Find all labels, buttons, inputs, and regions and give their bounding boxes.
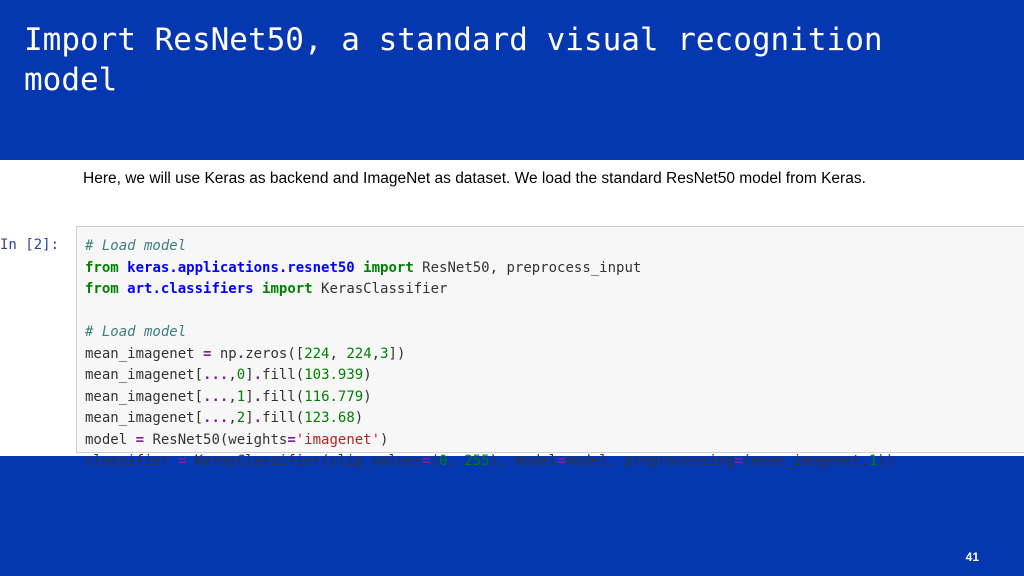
code-token-number: 255 (464, 453, 490, 469)
code-token-keyword: from (85, 259, 119, 276)
code-token-number: 1 (236, 388, 246, 405)
code-token-operator: = (422, 453, 431, 469)
code-token-plain: mean_imagenet[ (85, 410, 204, 426)
cell-prompt: In [2]: (0, 237, 60, 253)
code-line: from art.classifiers import KerasClassif… (85, 279, 894, 301)
code-token-plain: ) (354, 410, 364, 426)
code-token-plain: , (228, 367, 237, 383)
code-line: classifier = KerasClassifier(clip_values… (85, 451, 894, 473)
code-line: # Load model (85, 322, 894, 344)
code-token-operator: ... (203, 410, 229, 426)
code-token-operator: . (253, 367, 263, 383)
code-token-plain: ] (245, 388, 254, 405)
code-token-plain (119, 260, 127, 276)
code-line (85, 301, 894, 323)
code-token-plain: fill( (262, 410, 305, 426)
code-token-plain: , (329, 345, 347, 362)
code-token-plain: fill( (262, 367, 305, 383)
code-line: # Load model (85, 236, 894, 258)
code-token-plain: mean_imagenet (85, 345, 204, 362)
code-token-keyword: import (363, 259, 414, 276)
code-token-plain: , (447, 453, 465, 469)
code-token-operator: = (203, 345, 212, 362)
code-token-plain: ResNet50, preprocess_input (413, 259, 642, 276)
notebook-intro-text: Here, we will use Keras as backend and I… (83, 170, 866, 187)
code-token-plain: classifier (85, 453, 178, 469)
code-token-number: 224 (346, 345, 372, 362)
code-token-plain: ] (245, 410, 254, 426)
code-token-operator: ... (203, 367, 229, 383)
code-token-plain: model, preprocessing (565, 453, 735, 469)
code-token-number: 0 (236, 367, 246, 383)
code-token-operator: . (236, 345, 246, 362)
code-token-plain: )) (877, 453, 895, 469)
code-cell: # Load model from keras.applications.resn… (76, 226, 1024, 469)
code-token-operator: = (734, 453, 743, 469)
slide-title: Import ResNet50, a standard visual recog… (24, 22, 883, 98)
code-token-module: art.classifiers (127, 281, 254, 297)
code-token-plain: np (211, 345, 237, 362)
code-line: mean_imagenet[...,0].fill(103.939) (85, 365, 894, 387)
code-token-module: keras.applications.resnet50 (127, 259, 355, 276)
code-token-plain: fill( (262, 388, 305, 405)
code-token-number: 3 (380, 345, 389, 362)
code-token-operator: = (557, 453, 566, 469)
code-token-number: 116.779 (304, 388, 364, 405)
code-token-plain: ) (363, 367, 372, 383)
code-token-number: 123.68 (304, 410, 355, 426)
code-token-plain: ( (430, 453, 440, 469)
code-token-operator: = (135, 431, 145, 448)
code-token-plain: ) (363, 388, 372, 405)
code-token-operator: = (177, 453, 187, 469)
code-token-plain: , (228, 388, 237, 405)
code-lines: # Load model from keras.applications.resn… (85, 236, 894, 473)
code-token-plain (254, 281, 262, 297)
code-token-plain: ] (245, 367, 254, 383)
code-token-plain: mean_imagenet[ (85, 388, 204, 405)
code-token-operator: . (253, 410, 263, 426)
notebook-screenshot: Here, we will use Keras as backend and I… (0, 160, 1024, 469)
code-token-number: 2 (236, 410, 246, 426)
code-token-operator: ... (203, 388, 229, 405)
code-token-plain: ]) (388, 345, 406, 362)
code-token-plain: , (371, 345, 381, 362)
code-token-keyword: import (262, 281, 313, 297)
code-token-number: 0 (439, 453, 448, 469)
code-token-plain: model (85, 431, 136, 448)
code-line: mean_imagenet[...,2].fill(123.68) (85, 408, 894, 430)
page-number: 41 (965, 550, 979, 564)
code-token-number: 103.939 (304, 367, 364, 383)
code-token-operator: = (287, 431, 296, 448)
code-token-plain: KerasClassifier(clip_values (186, 453, 423, 469)
code-token-plain (119, 281, 127, 297)
code-token-operator: . (253, 388, 263, 405)
code-line: mean_imagenet = np.zeros([224, 224,3]) (85, 344, 894, 366)
code-line: mean_imagenet[...,1].fill(116.779) (85, 387, 894, 409)
code-token-number: 1 (868, 453, 878, 469)
code-token-plain: , (228, 410, 237, 426)
code-token-number: 224 (304, 345, 330, 362)
code-token-plain (355, 260, 363, 276)
code-token-plain: (mean_imagenet, (742, 453, 869, 469)
code-token-string: 'imagenet' (295, 431, 381, 448)
code-token-plain: ResNet50(weights (144, 431, 288, 448)
code-token-keyword: from (85, 281, 119, 297)
code-token-plain: zeros([ (245, 345, 305, 362)
code-line: from keras.applications.resnet50 import … (85, 258, 894, 280)
code-token-plain: mean_imagenet[ (85, 367, 204, 383)
code-line: model = ResNet50(weights='imagenet') (85, 430, 894, 452)
code-token-comment: # Load model (85, 324, 187, 340)
code-token-plain: KerasClassifier (312, 281, 448, 297)
code-token-plain: ), model (489, 453, 558, 469)
code-token-comment: # Load model (85, 238, 187, 254)
code-token-plain: ) (380, 431, 389, 448)
